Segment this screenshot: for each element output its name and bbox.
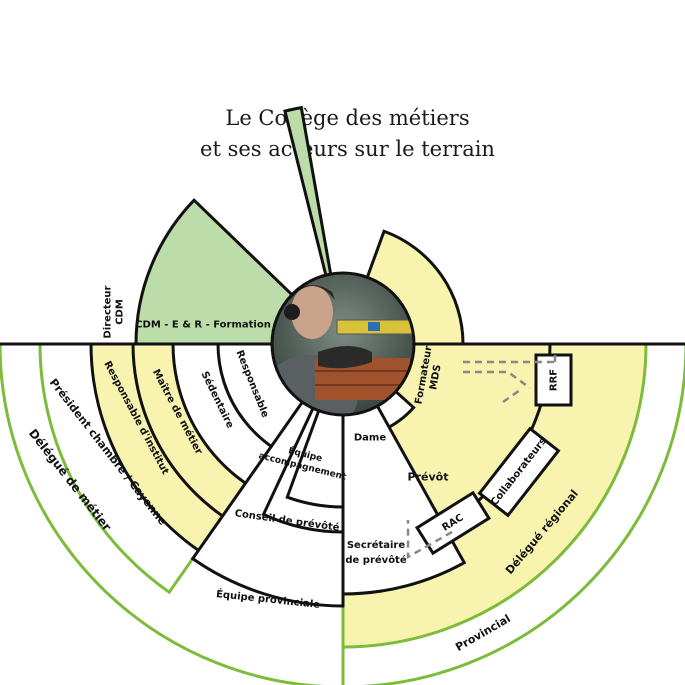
dashed-links [406, 355, 557, 560]
dashed-connector [406, 355, 557, 560]
title-line-2: et ses acteurs sur le terrain [200, 137, 495, 161]
equipe-provinciale-segment [190, 339, 345, 608]
segments-layer [0, 105, 685, 685]
label-cdm-formation: CDM - E & R - Formation [135, 320, 271, 331]
label-prevot: Prévôt [408, 471, 449, 484]
label-rrf: RRF [549, 369, 560, 391]
rac-box [414, 490, 492, 556]
label-dame: Dame [354, 433, 386, 444]
diagram-title: Le Collège des métiers et ses acteurs su… [185, 103, 510, 195]
label-directeur-cdm: DirecteurCDM [103, 285, 126, 338]
collaborateurs-box [477, 426, 561, 518]
title-line-1: Le Collège des métiers [225, 106, 470, 130]
rrf-box [534, 353, 573, 407]
craftsman-photo [270, 271, 416, 417]
